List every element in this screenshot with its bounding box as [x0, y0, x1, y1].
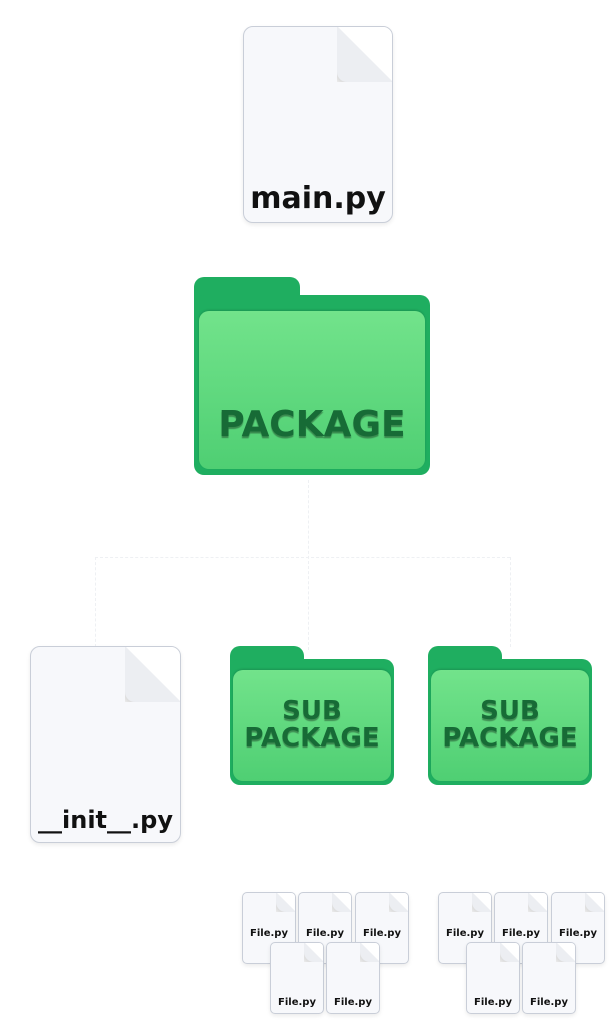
- file-label: File.py: [530, 997, 568, 1008]
- file-label: File.py: [334, 997, 372, 1008]
- python-file-icon[interactable]: File.py: [522, 942, 576, 1014]
- folder-label-line: SUB: [480, 696, 540, 727]
- folder-label-line: PACKAGE: [442, 723, 578, 754]
- connector-line: [510, 557, 511, 647]
- package-folder-icon[interactable]: PACKAGE: [194, 277, 430, 475]
- file-label: File.py: [250, 928, 288, 939]
- init-py-file-icon[interactable]: __init__.py: [30, 646, 181, 843]
- file-label: File.py: [306, 928, 344, 939]
- python-file-icon[interactable]: File.py: [466, 942, 520, 1014]
- python-file-icon[interactable]: File.py: [326, 942, 380, 1014]
- connector-line: [95, 557, 96, 647]
- file-label: __init__.py: [38, 806, 173, 834]
- main-py-file-icon[interactable]: main.py: [243, 26, 393, 223]
- connector-line: [95, 557, 510, 558]
- python-file-icon[interactable]: File.py: [242, 892, 296, 964]
- folder-label-line: SUB: [282, 696, 342, 727]
- folder-label: PACKAGE: [218, 404, 406, 446]
- connector-line: [308, 480, 309, 650]
- python-file-icon[interactable]: File.py: [270, 942, 324, 1014]
- folder-label-line: PACKAGE: [244, 723, 380, 754]
- file-label: File.py: [446, 928, 484, 939]
- file-label: File.py: [363, 928, 401, 939]
- file-label: File.py: [502, 928, 540, 939]
- file-label: File.py: [474, 997, 512, 1008]
- file-label: File.py: [559, 928, 597, 939]
- file-label: main.py: [250, 181, 386, 216]
- file-label: File.py: [278, 997, 316, 1008]
